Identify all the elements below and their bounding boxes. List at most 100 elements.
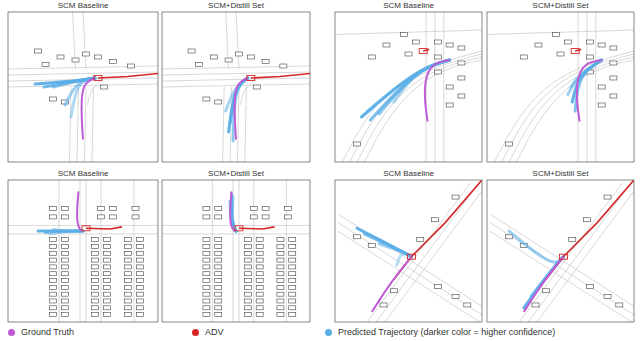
vehicle-box: [610, 76, 617, 80]
vehicle-box: [104, 306, 111, 310]
lane-line: [59, 180, 60, 322]
vehicle-box: [125, 279, 132, 283]
predicted-trajectory: [379, 60, 450, 114]
plot-frame: [487, 12, 634, 162]
vehicle-box: [104, 251, 111, 255]
vehicle-box: [289, 265, 296, 269]
vehicle-box: [62, 285, 69, 289]
vehicle-box: [412, 40, 419, 44]
vehicle-box: [104, 313, 111, 317]
lane-line: [350, 54, 482, 162]
panel-title: SCM+Distill Set: [162, 169, 310, 179]
vehicle-box: [458, 94, 465, 98]
vehicle-box: [57, 55, 64, 59]
legend-text: Ground Truth: [21, 327, 74, 337]
lane-line: [162, 78, 310, 81]
panel-title: SCM Baseline: [335, 169, 482, 179]
vehicle-box: [188, 49, 195, 53]
ground-truth-trajectory: [82, 78, 95, 140]
legend-text: ADV: [205, 327, 224, 337]
vehicle-box: [137, 272, 144, 276]
ground-truth-trajectory: [425, 60, 450, 122]
vehicle-box: [50, 251, 57, 255]
vehicle-box: [125, 244, 132, 248]
adv-trajectory: [575, 50, 581, 52]
adv-trajectory: [239, 227, 275, 229]
vehicle-box: [137, 306, 144, 310]
lane-line: [434, 12, 435, 162]
plot-ground: [335, 180, 482, 322]
lane-line: [335, 30, 482, 35]
vehicle-box: [390, 289, 397, 293]
vehicle-box: [92, 251, 99, 255]
ground-truth-trajectory: [230, 191, 234, 231]
vehicle-box: [244, 279, 251, 283]
vehicle-box: [110, 60, 117, 64]
vehicle-box: [506, 142, 513, 146]
vehicle-box: [289, 306, 296, 310]
legend-entry: Ground Truth: [8, 327, 74, 337]
lane-line: [101, 180, 102, 322]
vehicle-box: [458, 46, 465, 50]
vehicle-box: [256, 292, 263, 296]
vehicle-box: [203, 251, 210, 255]
plot-frame: [335, 12, 482, 162]
vehicle-box: [35, 49, 42, 53]
vehicle-box: [62, 238, 69, 242]
vehicle-box: [92, 272, 99, 276]
vehicle-box: [277, 279, 284, 283]
panel-title: SCM Baseline: [335, 1, 482, 11]
vehicle-box: [256, 238, 263, 242]
vehicle-box: [62, 272, 69, 276]
plot-ground: [335, 12, 482, 162]
plot-frame: [162, 180, 310, 322]
lane-line: [537, 183, 634, 322]
vehicle-box: [604, 294, 611, 298]
vehicle-box: [62, 279, 69, 283]
vehicle-box: [50, 265, 57, 269]
predicted-trajectory: [226, 78, 248, 111]
lane-line: [338, 223, 482, 315]
vehicle-box: [262, 215, 269, 219]
vehicle-box: [125, 251, 132, 255]
vehicle-box: [616, 303, 623, 307]
adv-trajectory: [546, 180, 634, 279]
vehicle-box: [50, 97, 57, 101]
vehicle-box: [256, 258, 263, 262]
lane-line: [338, 214, 482, 306]
vehicle-box: [62, 215, 69, 219]
plot-ground: [487, 180, 634, 322]
vehicle-box: [104, 285, 111, 289]
plot-ground: [162, 12, 310, 162]
ground-truth-trajectory: [524, 257, 564, 312]
vehicle-box: [383, 43, 390, 47]
vehicle-box: [244, 292, 251, 296]
panel-title: SCM+Distill Set: [162, 1, 310, 11]
adv-vehicle: [559, 254, 567, 259]
plot-panel: [8, 12, 158, 162]
vehicle-box: [215, 292, 222, 296]
panel-title: SCM+Distill Set: [487, 169, 634, 179]
vehicle-box: [244, 285, 251, 289]
vehicle-box: [203, 299, 210, 303]
lane-line: [286, 180, 287, 322]
vehicle-box: [405, 52, 412, 56]
vehicle-box: [104, 238, 111, 242]
adv-vehicle: [82, 226, 90, 231]
vehicle-box: [50, 244, 57, 248]
vehicle-box: [62, 244, 69, 248]
legend-swatch: [192, 329, 199, 336]
vehicle-box: [452, 195, 459, 199]
lane-line: [8, 72, 158, 75]
vehicle-box: [557, 52, 564, 56]
legend-text: Predicted Trajectory (darker color = hig…: [338, 327, 555, 337]
vehicle-box: [62, 251, 69, 255]
vehicle-box: [434, 55, 441, 59]
vehicle-box: [244, 251, 251, 255]
lane-line: [88, 81, 102, 105]
vehicle-box: [446, 103, 453, 107]
vehicle-box: [452, 294, 459, 298]
vehicle-box: [434, 70, 441, 74]
vehicle-box: [250, 206, 257, 210]
lane-line: [586, 12, 587, 162]
